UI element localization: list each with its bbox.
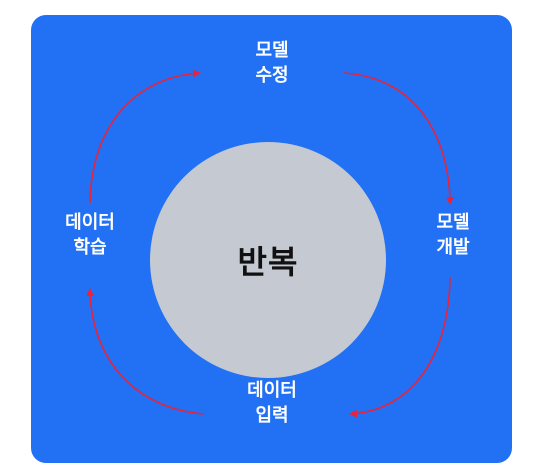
stage-model-edit: 모델 수정: [217, 38, 327, 88]
stage-data-learn-line2: 학습: [73, 237, 107, 258]
stage-data-input: 데이터 입력: [217, 378, 327, 428]
arrow-edit-to-develop: [343, 72, 454, 205]
stage-data-learn: 데이터 학습: [35, 210, 145, 260]
cycle-diagram-panel: 반복 모델 수정 모델 개발 데이터 입력 데이터 학습: [31, 15, 512, 463]
center-label: 반복: [237, 243, 299, 281]
stage-model-edit-line1: 모델: [255, 40, 289, 61]
stage-data-learn-line1: 데이터: [65, 212, 115, 233]
center-circle: 반복: [150, 142, 386, 378]
stage-data-input-line2: 입력: [255, 405, 289, 426]
stage-model-develop-line1: 모델: [436, 212, 470, 233]
stage-model-edit-line2: 수정: [255, 65, 289, 86]
stage-model-develop-line2: 개발: [436, 237, 470, 258]
stage-data-input-line1: 데이터: [247, 380, 297, 401]
stage-model-develop: 모델 개발: [398, 210, 508, 260]
